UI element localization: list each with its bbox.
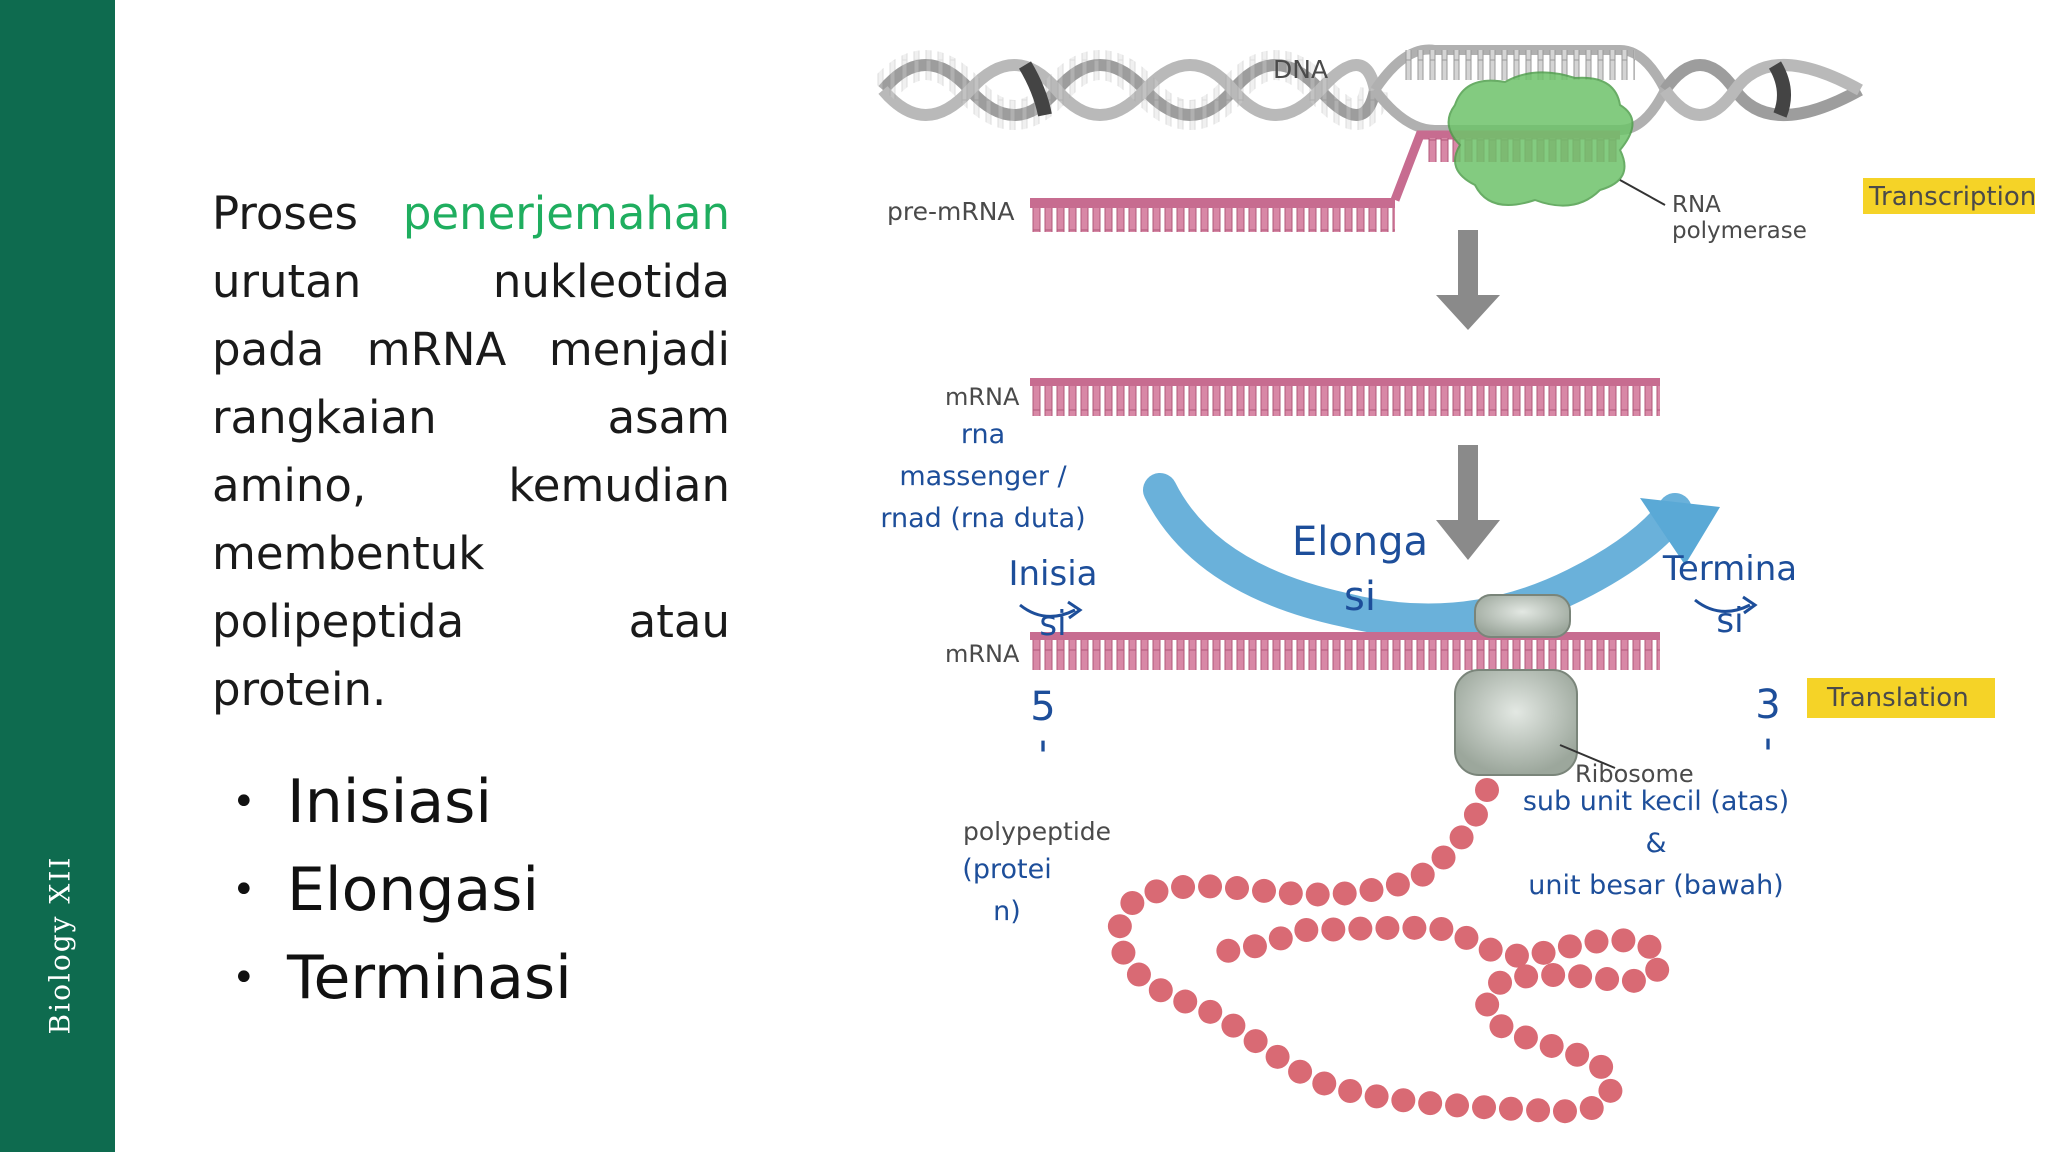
ribosome-label: Ribosome <box>1575 760 1694 788</box>
rna-polymerase-shape <box>1447 71 1634 207</box>
elongation-label: Elonga <box>1292 519 1428 565</box>
mrna-note: rnad (rna duta) <box>880 503 1085 534</box>
word: mRNA <box>366 323 507 376</box>
three-prime-label: ' <box>1763 732 1774 778</box>
word: polipeptida <box>212 595 465 648</box>
small-arrowhead-icon <box>1067 600 1083 620</box>
polypeptide-label: polypeptide <box>963 817 1111 846</box>
dna-label: DNA <box>1273 55 1328 84</box>
word: rangkaian <box>212 391 437 444</box>
transcription-badge <box>1863 178 2035 214</box>
list-item: •Elongasi <box>232 846 572 934</box>
word: menjadi <box>548 323 730 376</box>
transcription-translation-diagram: DNA pre-mRNA RNA polymerase Transcriptio… <box>875 44 2035 1124</box>
ribosome-note: & <box>1645 828 1666 859</box>
word: urutan <box>212 255 362 308</box>
pointer-line <box>1559 744 1616 769</box>
small-arrowhead-icon <box>1742 595 1758 615</box>
mrna-label: mRNA <box>945 640 1020 668</box>
highlight-word: penerjemahan <box>402 187 730 240</box>
arrowhead-icon <box>1640 498 1720 565</box>
curved-arrow-icon <box>1143 473 1692 638</box>
polypeptide-chain <box>1107 778 1671 1124</box>
rna-polymerase-label: polymerase <box>1672 218 1807 244</box>
mrna-note: rna <box>961 419 1005 450</box>
stage-list: •Inisiasi •Elongasi •Terminasi <box>232 758 572 1022</box>
ribosome-note: sub unit kecil (atas) <box>1523 786 1789 817</box>
sidebar-label: Biology XII <box>43 855 77 1035</box>
bullet-icon: • <box>232 955 256 1001</box>
mrna-note: massenger / <box>899 461 1067 492</box>
down-arrow-icon <box>1436 230 1500 330</box>
word: membentuk <box>212 527 485 580</box>
initiation-label: si <box>1039 604 1066 644</box>
translation-label: Translation <box>1826 683 1969 713</box>
protein-label: n) <box>993 896 1021 927</box>
small-arrow-icon <box>1019 603 1076 618</box>
ribosome-shape <box>1454 594 1578 776</box>
word: protein. <box>212 663 387 716</box>
small-arrow-icon <box>1694 598 1751 613</box>
termination-label: si <box>1716 601 1743 641</box>
three-prime-label: 3 <box>1755 682 1780 728</box>
bullet-icon: • <box>232 867 256 913</box>
five-prime-label: 5 <box>1030 684 1055 730</box>
mrna-strand-top <box>1030 378 1660 416</box>
pre-mrna-label: pre-mRNA <box>887 197 1015 226</box>
dna-helix <box>875 44 1863 135</box>
word: atau <box>628 595 730 648</box>
list-item: •Terminasi <box>232 934 572 1022</box>
elongation-label: si <box>1344 574 1376 620</box>
transcription-label: Transcription <box>1868 182 2035 212</box>
mrna-strand-bottom <box>1030 632 1660 670</box>
translation-badge <box>1807 678 1995 718</box>
description-paragraph: Proses penerjemahan urutan nukleotida pada… <box>212 180 730 724</box>
list-item: •Inisiasi <box>232 758 572 846</box>
rna-polymerase-label: RNA <box>1672 192 1721 218</box>
bullet-icon: • <box>232 779 256 825</box>
five-prime-label: ' <box>1038 734 1049 780</box>
word: nukleotida <box>492 255 730 308</box>
word: amino, <box>212 459 367 512</box>
word: pada <box>212 323 325 376</box>
termination-label: Termina <box>1662 549 1797 589</box>
word: kemudian <box>508 459 730 512</box>
initiation-label: Inisia <box>1008 554 1097 594</box>
down-arrow-icon <box>1436 445 1500 560</box>
pointer-line <box>1619 179 1666 206</box>
word: asam <box>607 391 730 444</box>
mrna-label: mRNA <box>945 383 1020 411</box>
sidebar: Biology XII <box>0 0 115 1152</box>
word: Proses <box>212 187 358 240</box>
ribosome-note: unit besar (bawah) <box>1528 870 1783 901</box>
protein-label: (protei <box>962 854 1051 885</box>
